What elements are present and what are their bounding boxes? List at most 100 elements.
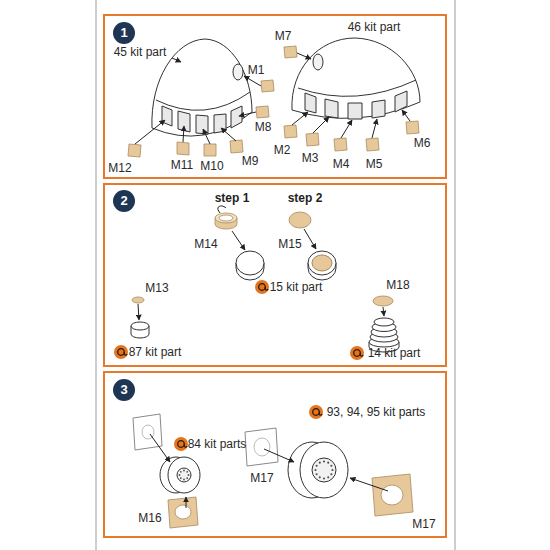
nose-cone-part [152,39,252,136]
nose-cone-part [233,64,243,80]
wheel-part [327,476,329,478]
kit-part-icon [255,280,269,294]
etched-part [289,212,311,228]
kit-part [312,255,332,271]
nose-cone-part [372,100,385,118]
part-label: 87 kit part [129,345,182,359]
step-label: step 1 [215,191,250,205]
leader-arrow [297,53,311,59]
part-label: M6 [414,136,431,150]
part-label: M7 [275,29,292,43]
part-label: M17 [250,471,273,485]
leader-arrow [341,120,352,138]
etched-part [306,133,319,146]
kit-part-icon [184,444,187,447]
etched-part [284,46,419,151]
etched-part [230,140,243,153]
etched-part [334,138,347,151]
etched-part [219,215,233,221]
part-label: M8 [255,120,272,134]
etched-part [215,213,237,223]
step-label: step 2 [288,191,323,205]
wheel-part [330,473,332,475]
mask-hole [381,485,403,505]
wheel-part [331,469,333,471]
nose-cone-part [196,115,208,134]
part-label: M3 [302,151,319,165]
etched-part [284,125,297,138]
part-label: M13 [145,281,168,295]
step-number: 3 [120,383,127,397]
part-label: 14 kit part [368,346,421,360]
wheel-part [314,469,316,471]
part-label: M17 [412,517,435,531]
mask-hole [142,425,403,519]
sheet-edge [95,0,97,550]
kit-part-icon [118,349,125,356]
section-frame [104,372,446,537]
kit-part-icon [360,353,363,356]
kit-part-icon [114,345,128,359]
leader-arrow [292,53,410,138]
sheet-edge [96,0,455,550]
kit-part-icon [354,350,361,357]
kit-part [374,318,394,326]
leader-arrow [172,58,181,62]
wheel-part [300,442,348,498]
wheel-part [177,468,191,482]
part-label: M12 [108,161,131,175]
etched-part [204,144,216,156]
step-number-badge: 2 [113,190,135,212]
kit-part [308,251,336,275]
part-label: M2 [274,143,291,157]
kit-part [131,251,399,352]
nose-cone-part [325,99,338,118]
part-label: 46 kit part [348,20,401,34]
etched-part [284,46,297,58]
nose-cone-part [292,38,420,119]
kit-part-icon [309,405,323,419]
nose-cone-part [298,80,416,96]
leader-arrow [183,126,184,142]
leader-arrow [383,307,384,316]
etched-part [168,474,413,528]
kit-part-icon [114,280,364,451]
etched-part [406,121,419,134]
wheel-part [319,476,321,478]
leader-arrow [313,117,329,133]
leader-arrow [135,58,261,144]
transparent-mask [245,428,278,466]
nose-cone-part [348,103,362,119]
etched-part [261,80,274,92]
kit-part-icon [309,405,323,419]
leader-arrow [244,76,261,86]
part-label: M14 [194,237,217,251]
nose-cone-part [231,106,242,128]
leader-arrow [264,449,294,462]
wheel-part [319,462,321,464]
leader-arrow [292,112,308,125]
kit-part [131,322,149,330]
leader-arrow [372,119,377,138]
section-frame [104,15,446,537]
etched-part [177,142,189,155]
kit-part [236,251,264,275]
nose-cone-part [162,106,172,126]
leader-arrow [304,229,316,249]
kit-part-icon [350,346,364,360]
kit-part-icon [259,284,266,291]
etched-part [128,144,141,157]
nose-cone-part [156,92,250,110]
leader-arrow [218,206,226,213]
leader-arrow [186,497,187,508]
leader-arrow [138,206,384,320]
kit-part-icon [319,412,322,415]
wheel-part [323,477,325,479]
nose-cone-part [313,54,323,70]
etched-part [372,474,413,516]
step-number: 1 [120,26,127,40]
etched-part [256,106,269,118]
step-number-badge: 3 [113,379,135,401]
part-label: M16 [138,511,161,525]
